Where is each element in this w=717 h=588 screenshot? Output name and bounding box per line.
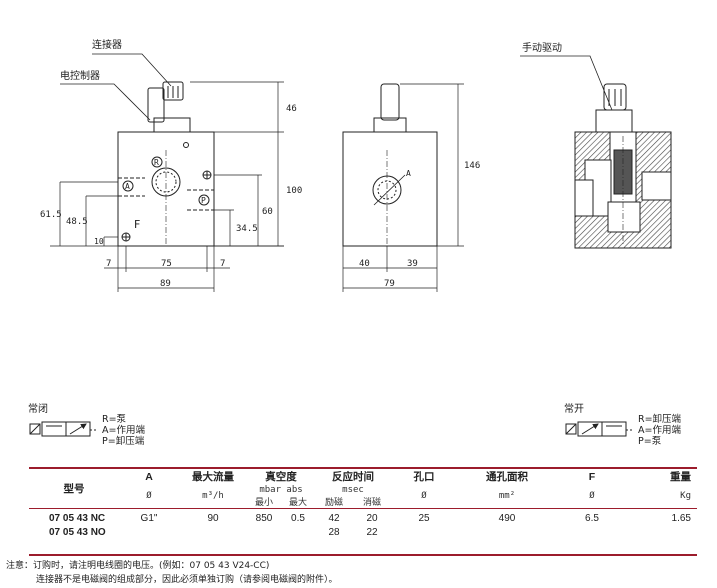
dim-10: 10 [94,237,104,246]
schematic-nc-line-2: A=作用端 [102,425,145,436]
technical-drawing: R A P F 46 100 61.5 48.5 10 60 34.5 [40,38,672,292]
header-response: 反应时间 [332,471,374,483]
unit-a: Ø [146,491,152,501]
unit-resp-on: 励磁 [324,498,343,508]
dim-79: 79 [384,279,395,289]
row1-max-flow: 90 [207,512,219,524]
front-dimension-lines [50,81,284,292]
header-weight: 重量 [670,471,691,483]
table-row: 07 05 43 NO 28 22 [29,525,697,539]
row1-vac-min: 850 [255,512,273,524]
unit-response: msec [342,484,364,495]
dim-39: 39 [407,259,418,269]
header-max-flow: 最大流量 [192,471,234,483]
unit-vac-min: 最小 [254,498,273,508]
dim-146: 146 [464,161,480,171]
row2-resp-off: 22 [366,526,378,538]
row1-resp-on: 42 [328,512,340,524]
port-a-label: A [125,182,130,191]
leader-lines [60,53,613,121]
header-a: A [145,470,153,483]
spec-table: 型号 A 最大流量 真空度 反应时间 孔口 通孔面积 F 重量 Ø m³/h m… [29,469,697,539]
schematic-no-line-1: R=卸压端 [638,414,682,425]
dim-40: 40 [359,259,370,269]
section-view [574,83,672,249]
schematic-no-line-2: A=作用端 [638,425,681,436]
dim-48-5: 48.5 [66,217,88,227]
table-row: 07 05 43 NC G1" 90 850 0.5 42 20 25 490 … [29,511,697,525]
row2-model: 07 05 43 NO [49,526,106,538]
row1-orifice: 25 [418,512,430,524]
unit-vac-max: 最大 [288,498,307,508]
table-bottom-rule [29,554,697,556]
unit-resp-off: 消磁 [362,498,381,508]
port-r-label: R [154,158,159,167]
header-f: F [588,470,596,483]
dim-75: 75 [161,259,172,269]
header-vacuum: 真空度 [265,471,297,483]
row1-model: 07 05 43 NC [49,512,106,524]
unit-orifice: Ø [421,491,427,501]
unit-weight: Kg [680,491,691,501]
unit-f: Ø [589,491,595,501]
header-orifice: 孔口 [413,471,435,483]
unit-max-flow: m³/h [202,491,224,501]
dim-7-right: 7 [220,259,225,269]
row1-f: 6.5 [585,512,599,524]
side-arrow-a: A [406,169,411,178]
header-area: 通孔面积 [486,471,528,483]
dim-89: 89 [160,279,171,289]
label-manual-actuator: 手动驱动 [522,41,562,54]
dim-61-5: 61.5 [40,210,62,220]
side-view [342,83,438,247]
schematic-nc-legend: R=泵 A=作用端 P=卸压端 [102,414,145,447]
front-view [117,81,215,247]
schematic-nc: 常闭 R=泵 A=作用端 P=卸压端 [28,400,208,450]
schematic-no: 常开 R=卸压端 A=作用端 P=泵 [564,400,714,450]
schematic-no-title: 常开 [564,404,584,415]
unit-area: mm² [498,491,516,501]
table-top-rule [29,467,697,469]
schematic-nc-title: 常闭 [28,404,48,415]
row1-a: G1" [140,512,158,524]
port-p-label: P [201,196,206,205]
row1-resp-off: 20 [366,512,378,524]
unit-vacuum: mbar abs [259,484,303,495]
dim-7-left: 7 [106,259,111,269]
label-solenoid: 电控制器 [60,69,100,82]
side-dimension-lines [342,83,464,292]
valve-symbol-no [565,421,634,437]
schematic-nc-line-1: R=泵 [102,414,127,425]
row1-area: 490 [498,512,516,524]
dim-60: 60 [262,207,273,217]
schematic-nc-line-3: P=卸压端 [102,436,145,447]
dim-34-5: 34.5 [236,224,258,234]
note-line-2: 连接器不是电磁阀的组成部分，因此必须单独订购（请参阅电磁阀的附件）。 [36,575,338,585]
row2-resp-on: 28 [328,526,340,538]
note-line-1: 注意：订购时，请注明电线圈的电压。(例如：07 05 43 V24-CC) [6,561,270,571]
row1-vac-max: 0.5 [291,512,305,524]
label-connector: 连接器 [92,38,122,51]
port-f-label: F [134,218,140,231]
schematic-no-legend: R=卸压端 A=作用端 P=泵 [638,414,681,447]
dim-100: 100 [286,186,302,196]
dim-46: 46 [286,104,297,114]
row1-weight: 1.65 [671,512,691,524]
schematic-no-line-3: P=泵 [638,436,662,447]
header-model: 型号 [63,483,85,495]
valve-symbol-nc [29,421,98,437]
